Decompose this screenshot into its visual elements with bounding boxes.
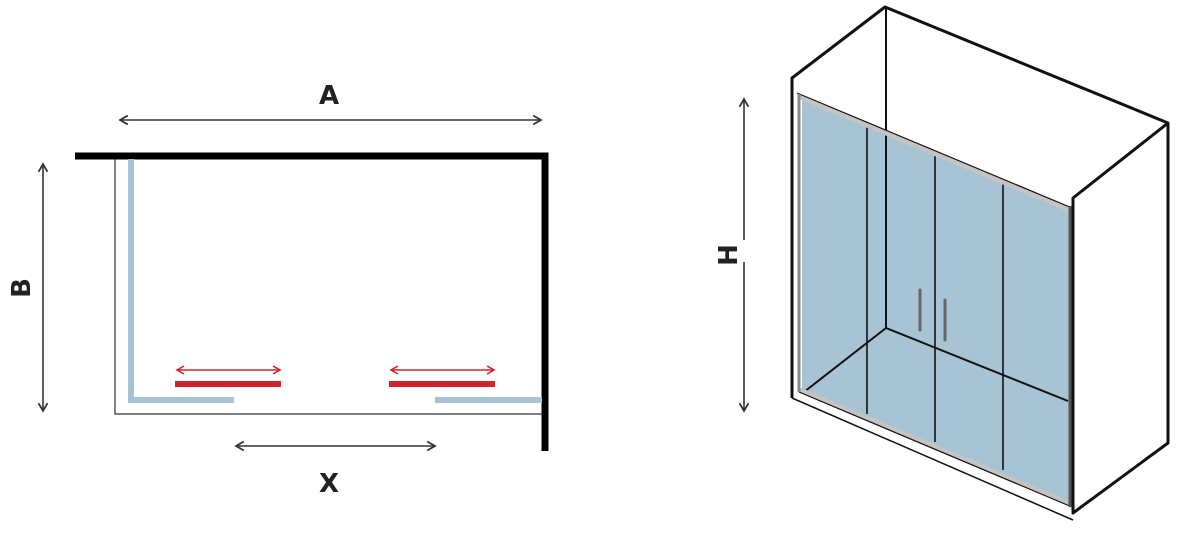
top-rail-edge: [796, 92, 1073, 209]
dimension-b-label: B: [7, 278, 37, 298]
top-rail: [799, 94, 1071, 213]
back-corner-lines: [803, 7, 1069, 402]
sliding-door-right: [389, 381, 495, 387]
bottom-rail: [799, 387, 1069, 506]
fixed-glass-left: [128, 159, 234, 403]
enclosure-walls: [790, 5, 1170, 515]
dimension-x-label: X: [319, 469, 339, 499]
sliding-door-left: [175, 381, 281, 387]
perspective-view: H: [714, 5, 1170, 521]
wall: [75, 152, 549, 451]
panel-dividers: [866, 126, 1004, 470]
dimension-h-label: H: [714, 244, 744, 266]
tray-edge: [791, 397, 1074, 521]
bottom-rail-edge: [798, 391, 1073, 508]
dimension-a-label: A: [319, 81, 339, 111]
tray-outline: [114, 157, 545, 415]
plan-view: A B X: [7, 81, 549, 499]
